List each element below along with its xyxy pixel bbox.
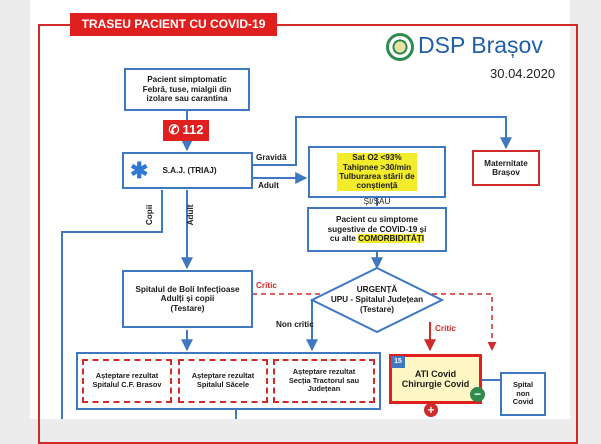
node-infectious-hospital: Spitalul de Boli Infecțioase Adulți și c…	[122, 270, 253, 328]
maternity-line2: Brașov	[492, 168, 520, 177]
ati-line2: Chirurgie Covid	[401, 379, 470, 389]
ati-badge: 15	[391, 356, 405, 368]
page-background	[30, 0, 570, 419]
urgenta-line3: (Testare)	[360, 304, 394, 314]
edge-label-non-critic: Non critic	[276, 320, 314, 329]
node-comorbidities: Pacient cu simptome sugestive de COVID-1…	[307, 207, 447, 252]
edge-label-critic2: Critic	[435, 324, 456, 333]
noncovid-line3: Covid	[512, 397, 534, 407]
infect-line1: Spitalul de Boli Infecțioase	[135, 284, 240, 294]
waits-group	[76, 352, 381, 410]
edge-label-adult1: Adult	[258, 181, 279, 190]
urgenta-diamond-shape	[309, 266, 445, 334]
wait3-line1: Așteptare rezultat	[292, 367, 356, 377]
maternity-line1: Maternitate	[484, 158, 528, 168]
node-urgenta: URGENȚĂ UPU - Spitalul Județean (Testare…	[322, 285, 432, 315]
node-wait-cf: Așteptare rezultat Spitalul C.F. Brasov	[82, 359, 172, 403]
node-symptoms: Sat O2 <93% Tahipnee >30/min Tulburarea …	[308, 146, 446, 198]
noncovid-line2: non	[516, 388, 530, 398]
brand-org: DSP Brașov	[418, 32, 543, 58]
plus-icon: +	[424, 403, 438, 417]
symptom-sat: Sat O2 <93%	[352, 153, 402, 163]
wait1-line2: Spitalul C.F. Brasov	[92, 380, 162, 389]
node-wait-sacele: Așteptare rezultat Spitalul Săcele	[178, 359, 268, 403]
infect-line2: Adulți și copii	[160, 294, 215, 304]
node-patient: Pacient simptomatic Febră, tuse, mialgii…	[124, 68, 250, 111]
node-wait-tractorul: Așteptare rezultat Secția Tractorul sau …	[273, 359, 375, 403]
wait1-line1: Așteptare rezultat	[95, 371, 159, 381]
wait2-line1: Așteptare rezultat	[191, 371, 255, 381]
emergency-number: 112	[182, 122, 204, 138]
header-title: TRASEU PACIENT CU COVID-19	[70, 13, 277, 36]
wait3-line2: Secția Tractorul sau	[288, 375, 360, 385]
node-maternity: Maternitate Brașov	[472, 150, 540, 186]
infect-line3: (Testare)	[170, 303, 205, 313]
brand-date: 30.04.2020	[490, 66, 556, 81]
symptom-tulburare: Tulburarea stării de	[339, 172, 415, 181]
comorb-line2: sugestive de COVID-19 și	[327, 224, 427, 234]
dsp-seal-icon	[386, 33, 414, 61]
noncovid-line1: Spital	[512, 380, 534, 390]
node-non-covid: Spital non Covid	[500, 372, 546, 416]
comorb-line1: Pacient cu simptome	[336, 215, 418, 225]
flow-connectors	[61, 110, 512, 419]
phone-icon: ✆	[168, 122, 180, 138]
node-saj: ✱ S.A.J. (TRIAJ)	[122, 152, 253, 189]
node-saj-label: S.A.J. (TRIAJ)	[162, 165, 217, 175]
symptom-tahipnee: Tahipnee >30/min	[342, 162, 412, 172]
urgenta-line1: URGENȚĂ	[356, 285, 398, 294]
edge-label-critic1: Critic	[256, 281, 277, 290]
edge-gravida	[252, 116, 512, 166]
edge-label-copii: Copii	[145, 204, 155, 226]
edge-label-gravida: Gravidă	[256, 153, 287, 162]
diagram-canvas: TRASEU PACIENT CU COVID-19 DSP Brașov 30…	[30, 0, 578, 444]
star-of-life-icon: ✱	[130, 157, 149, 183]
comorb-line3: cu alte	[329, 234, 359, 244]
symptom-constienta: conștiență	[356, 181, 398, 191]
node-patient-line1: Pacient simptomatic	[147, 75, 227, 85]
urgenta-line2: UPU - Spitalul Județean	[330, 294, 424, 304]
label-si-sau: ȘI/SAU	[363, 197, 391, 206]
minus-icon: −	[470, 387, 485, 402]
wait2-line2: Spitalul Săcele	[196, 380, 250, 389]
edge-label-adult2: Adult	[186, 204, 196, 226]
node-patient-line2: Febră, tuse, mialgii din	[142, 84, 232, 94]
ati-line1: ATI Covid	[414, 368, 457, 379]
emergency-112: ✆ 112	[163, 120, 209, 141]
wait3-line3: Județean	[307, 384, 341, 394]
edge-copii	[61, 190, 163, 419]
comorb-highlight: COMORBIDITĂȚI	[358, 234, 425, 244]
node-patient-line3: izolare sau carantina	[146, 94, 228, 104]
